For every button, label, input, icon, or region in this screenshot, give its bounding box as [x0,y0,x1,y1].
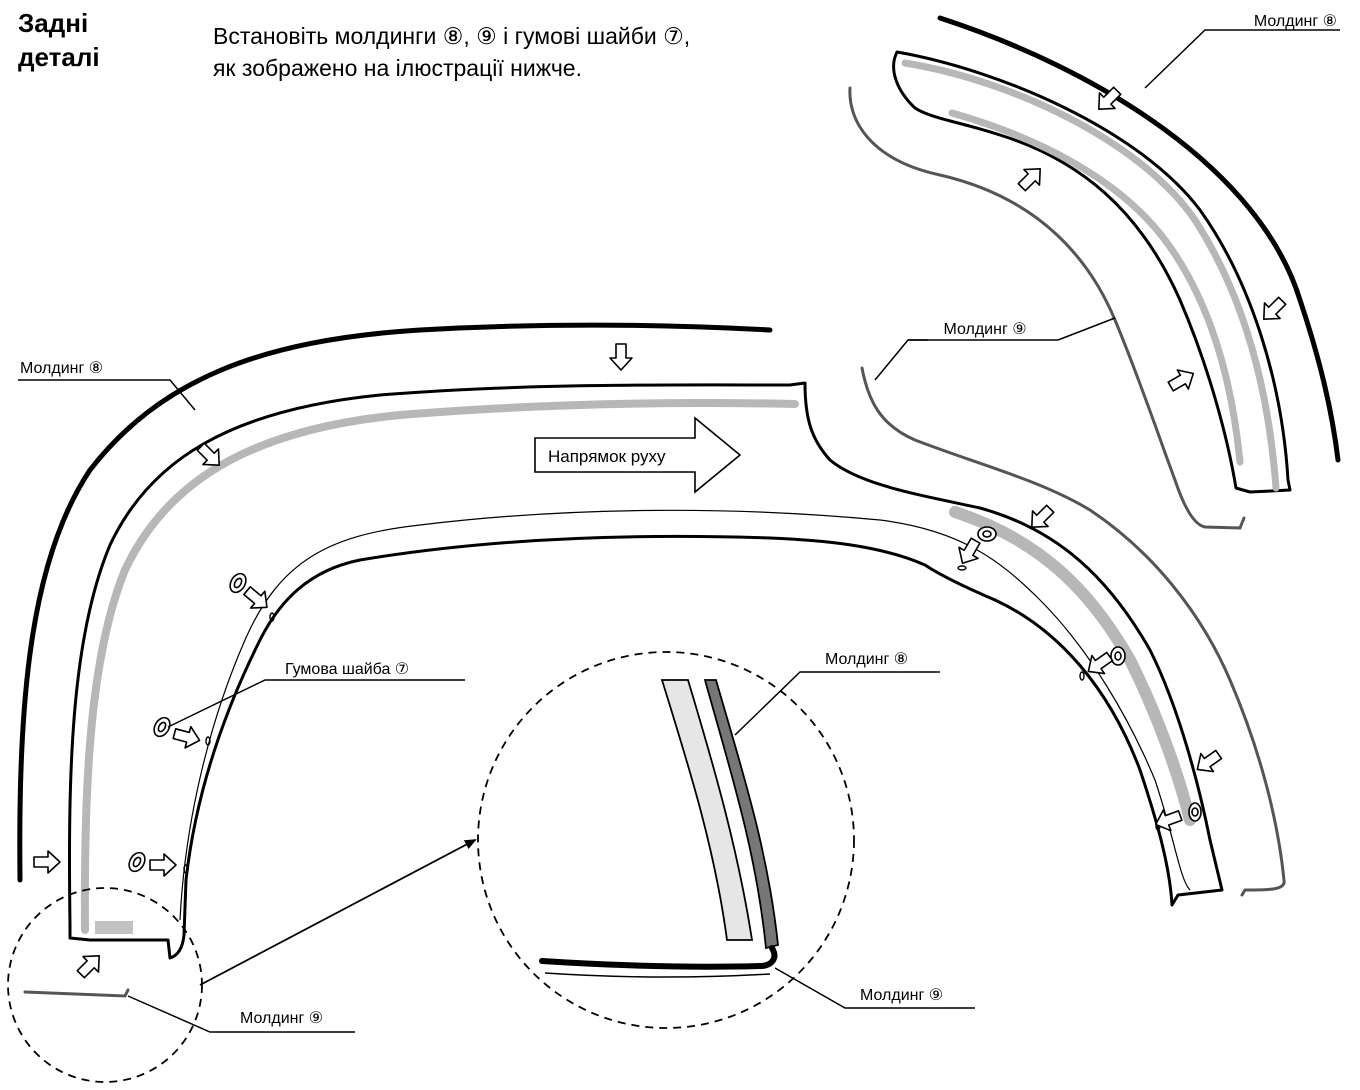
zoom-indicator: Молдинг ⑧ Молдинг ⑨ [7,651,975,1083]
label-molding-8-top-right: Молдинг ⑧ [1254,13,1337,30]
instruction-line-2: як зображено на ілюстрації нижче. [213,55,582,81]
section-heading: Задні деталі [18,6,100,74]
zoom-molding-8 [703,679,779,950]
heading-line-1: Задні [18,8,89,38]
top-right-fender: Молдинг ⑧ Молдинг ⑨ [848,13,1341,530]
fender-body [892,50,1292,494]
molding-stripe-end [95,921,133,934]
zoom-fender-light [660,679,754,941]
label-molding-8-left: Молдинг ⑧ [20,360,103,377]
molding-8-line [17,322,773,883]
instruction-line-1: Встановіть молдинги ⑧, ⑨ і гумові шайби … [213,23,691,49]
label-molding-9-top-right: Молдинг ⑨ [943,321,1026,338]
heading-line-2: деталі [18,42,100,72]
label-molding-9-bottom: Молдинг ⑨ [240,1010,323,1027]
direction-arrow [534,416,742,494]
rubber-washer [128,526,1202,873]
molding-9-line [848,86,1246,530]
molding-stripe-right [949,506,1196,826]
label-washer: Гумова шайба ⑦ [285,661,409,678]
zoom-source-circle [7,887,203,1083]
zoom-molding-9 [539,945,778,970]
molding-9-hanging [860,366,1286,897]
molding-8-line [937,15,1341,463]
main-fender: Напрямок руху Молдинг ⑧ Гумова шайба ⑦ М… [17,322,1226,1033]
zoom-detail-circle [477,651,855,1029]
label-molding-9-zoom: Молдинг ⑨ [860,987,943,1004]
molding-9-segment [23,988,130,998]
molding-stripe-inner [948,109,1244,466]
label-molding-8-zoom: Молдинг ⑧ [825,651,908,668]
label-direction: Напрямок руху [548,447,666,466]
molding-stripe [80,399,799,934]
fender-body [67,381,1224,960]
instruction-text: Встановіть молдинги ⑧, ⑨ і гумові шайби … [213,20,690,84]
molding-stripe [901,59,1280,492]
